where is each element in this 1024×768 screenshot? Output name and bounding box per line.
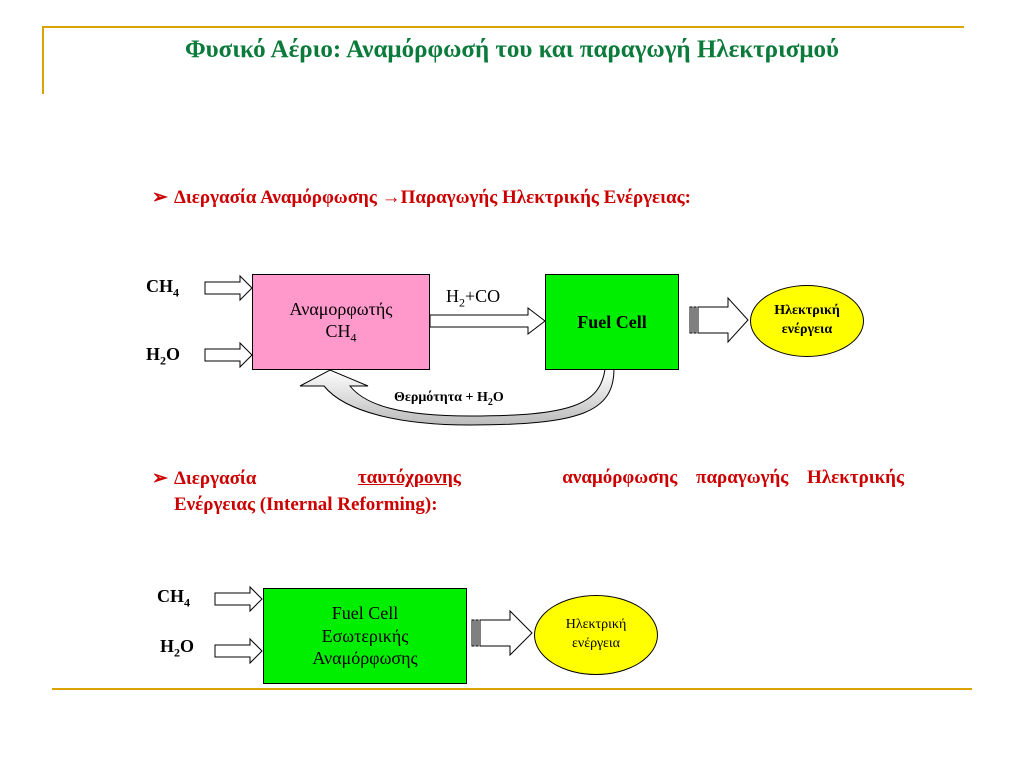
output-arrow-2-stripe-2	[475, 619, 479, 647]
ch4-label-1: CH4	[146, 276, 179, 300]
page-title: Φυσικό Αέριο: Αναμόρφωσή του και παραγωγ…	[184, 36, 840, 63]
output-1-line-2: ενέργεια	[781, 322, 833, 337]
ch4-input-arrow-2	[214, 585, 263, 613]
bullet-arrow-icon: ➢	[152, 187, 168, 208]
h2o-label-2: H2O	[160, 636, 195, 660]
h2o-input-arrow-1	[204, 341, 253, 369]
bullet-2-part-2: αναμόρφωσης παραγωγής Ηλεκτρικής	[562, 467, 904, 488]
recycle-arrow	[299, 368, 615, 426]
reformer-sublabel: CH4	[325, 321, 357, 346]
output-2-line-2: ενέργεια	[571, 636, 620, 651]
fuel-cell-label: Fuel Cell	[577, 311, 647, 332]
bullet-2-part-1: Διεργασία	[174, 468, 257, 489]
internal-fuel-cell-line-3: Αναμόρφωσης	[312, 648, 418, 669]
output-arrow-stripe-2	[693, 306, 697, 334]
h2o-input-arrow-2	[214, 637, 263, 665]
output-arrow-1	[697, 296, 749, 344]
bullet-2-underlined: ταυτόχρονης	[357, 467, 461, 488]
ch4-input-arrow-1	[204, 274, 253, 302]
fuel-cell-box: Fuel Cell	[545, 274, 679, 370]
title-frame-top-rule	[42, 26, 964, 28]
bottom-rule	[52, 688, 972, 690]
bullet-2-line-1: ➢ Διεργασία ταυτόχρονης αναμόρφωσης παραγ…	[152, 467, 904, 490]
output-arrow-stripe-1	[689, 306, 693, 334]
reformer-box: Αναμορφωτής CH4	[252, 274, 430, 370]
bullet-2: ➢ Διεργασία ταυτόχρονης αναμόρφωσης παραγ…	[152, 467, 904, 516]
electric-energy-output-2: Ηλεκτρική ενέργεια	[534, 595, 658, 675]
output-arrow-2	[479, 609, 533, 657]
bullet-1-text: Διεργασία Αναμόρφωσης →Παραγωγής Ηλεκτρι…	[174, 187, 691, 208]
h2co-label: H2+CO	[446, 286, 501, 310]
h2o-label-1: H2O	[146, 344, 181, 368]
electric-energy-output-1: Ηλεκτρική ενέργεια	[750, 285, 864, 357]
bullet-1: ➢ Διεργασία Αναμόρφωσης →Παραγωγής Ηλεκτρ…	[152, 186, 691, 209]
internal-reforming-fuel-cell-box: Fuel Cell Εσωτερικής Αναμόρφωσης	[263, 588, 467, 684]
bullet-arrow-icon: ➢	[152, 468, 168, 489]
output-2-line-1: Ηλεκτρική	[565, 617, 627, 633]
output-1-line-1: Ηλεκτρική	[774, 303, 840, 319]
ch4-label-2: CH4	[157, 586, 190, 610]
internal-fuel-cell-line-2: Εσωτερικής	[321, 625, 409, 646]
h2co-flow-arrow	[429, 306, 546, 336]
title-frame-left-rule	[42, 26, 44, 94]
reformer-label: Αναμορφωτής	[289, 298, 393, 319]
output-arrow-2-stripe-1	[471, 619, 475, 647]
recycle-label: Θερμότητα + H2O	[394, 390, 504, 408]
internal-fuel-cell-line-1: Fuel Cell	[331, 603, 399, 624]
bullet-2-line-2: Ενέργειας (Internal Reforming):	[174, 494, 438, 515]
